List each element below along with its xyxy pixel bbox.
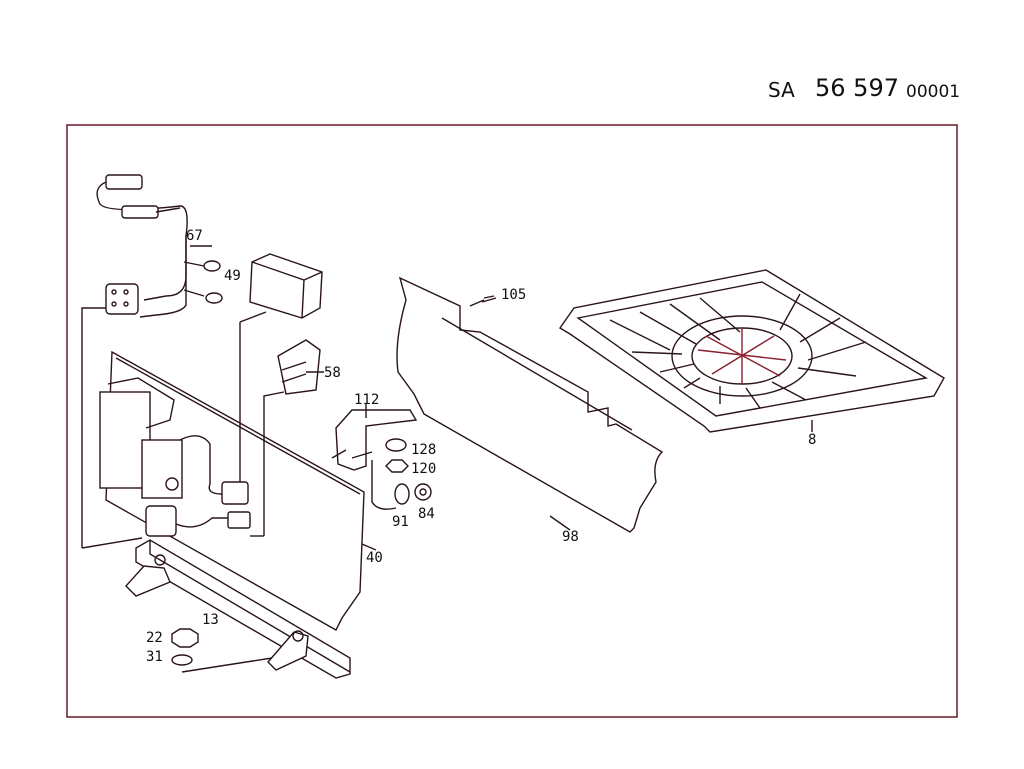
bracket-58[interactable] bbox=[277, 339, 321, 395]
label-98: 98 bbox=[562, 529, 579, 545]
label-120: 120 bbox=[411, 461, 436, 477]
label-84: 84 bbox=[418, 506, 435, 522]
fastener-set[interactable] bbox=[385, 438, 432, 505]
label-128: 128 bbox=[411, 442, 436, 458]
relay-cover[interactable] bbox=[249, 253, 323, 319]
drawing-number: 56 597 bbox=[815, 74, 899, 102]
label-105: 105 bbox=[501, 287, 526, 303]
label-112: 112 bbox=[354, 392, 379, 408]
label-67: 67 bbox=[186, 228, 203, 244]
leader-lines-right bbox=[190, 245, 813, 551]
drawing-sheet: 00001 bbox=[906, 82, 961, 102]
control-unit-panel[interactable] bbox=[99, 350, 365, 631]
label-22: 22 bbox=[146, 630, 163, 646]
wiring-harness[interactable] bbox=[96, 174, 223, 318]
label-8: 8 bbox=[808, 432, 816, 448]
mounting-rail[interactable] bbox=[125, 539, 351, 679]
label-49: 49 bbox=[224, 268, 241, 284]
diagram-frame bbox=[66, 124, 958, 718]
label-91: 91 bbox=[392, 514, 409, 530]
nut-washer-22-31[interactable] bbox=[171, 628, 199, 666]
trim-panel-98[interactable] bbox=[396, 276, 664, 533]
floor-tray[interactable] bbox=[558, 269, 945, 433]
label-40: 40 bbox=[366, 550, 383, 566]
label-58: 58 bbox=[324, 365, 341, 381]
bracket-112[interactable] bbox=[331, 409, 418, 510]
label-31: 31 bbox=[146, 649, 163, 665]
drawing-prefix: SA bbox=[768, 78, 795, 102]
leader-lines-left bbox=[81, 307, 285, 549]
label-13: 13 bbox=[202, 612, 219, 628]
